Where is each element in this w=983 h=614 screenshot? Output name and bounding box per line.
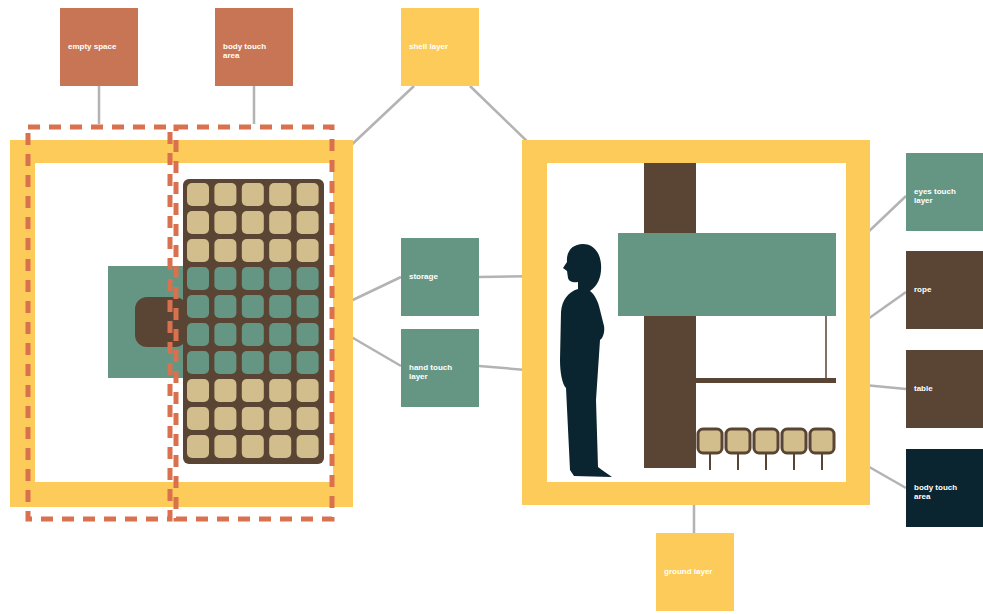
label-text: empty space — [68, 42, 122, 51]
part-label: eyes touch layer — [906, 153, 983, 231]
label-text: table — [914, 384, 968, 393]
label-text: body touch area — [914, 483, 968, 501]
label-text: eyes touch layer — [914, 187, 968, 205]
label-text: body touch area — [223, 42, 277, 60]
part-label: storage — [401, 238, 479, 316]
part-label: ground layer — [656, 533, 734, 611]
part-label: table — [906, 350, 983, 428]
label-text: storage — [409, 272, 463, 281]
part-label: rope — [906, 251, 983, 329]
part-label: shell layer — [401, 8, 479, 86]
label-text: ground layer — [664, 567, 718, 576]
section-view — [522, 140, 870, 505]
label-text: hand touch layer — [409, 363, 463, 381]
part-label: empty space — [60, 8, 138, 86]
plan-view — [10, 127, 353, 519]
person-silhouette — [560, 244, 612, 477]
label-text: shell layer — [409, 42, 463, 51]
part-label: body touch area — [215, 8, 293, 86]
label-text: rope — [914, 285, 968, 294]
part-label: hand touch layer — [401, 329, 479, 407]
part-label: body touch area — [906, 449, 983, 527]
